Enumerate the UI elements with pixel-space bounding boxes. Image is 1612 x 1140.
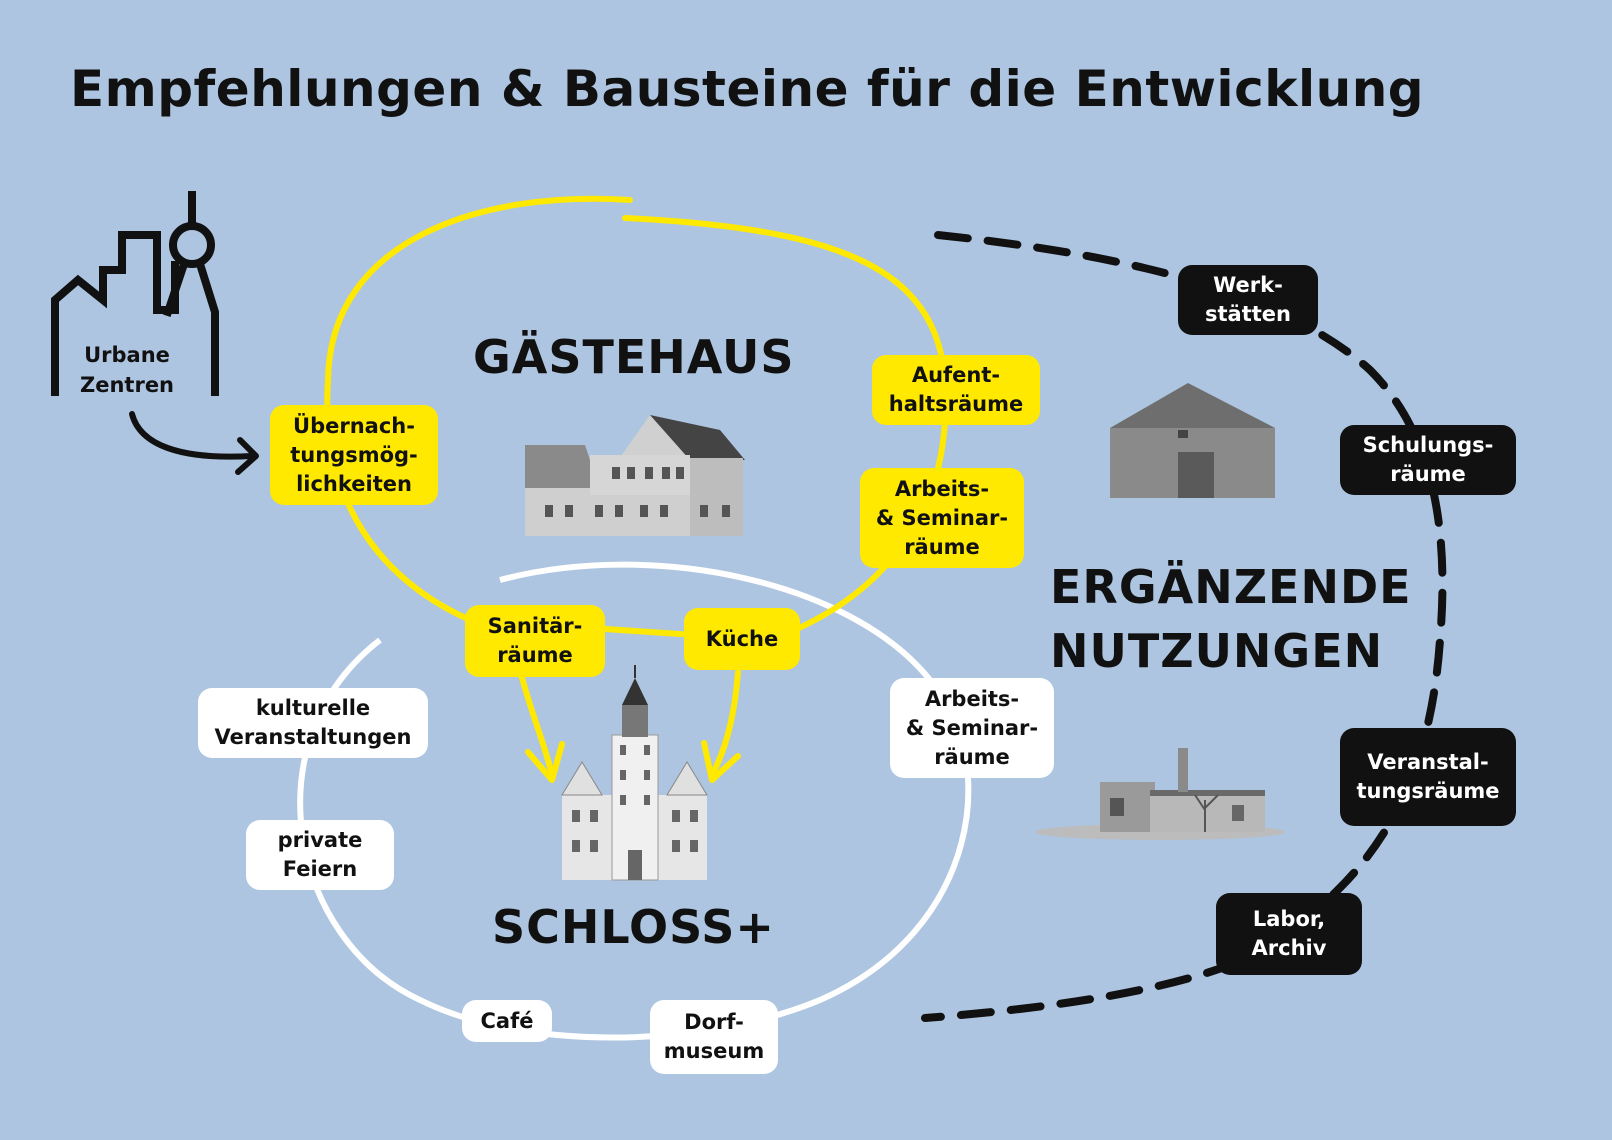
barn-photo [1110, 383, 1275, 498]
supplementary-heading: ERGÄNZENDE NUTZUNGEN [1050, 560, 1412, 678]
city-skyline-icon [51, 191, 219, 396]
supplementary-item-lab-archive: Labor, Archiv [1216, 893, 1362, 975]
ruin-building-photo [1035, 748, 1285, 840]
castle-item-village-museum: Dorf- museum [650, 1000, 778, 1074]
arrow-sanitary-to-castle [517, 667, 555, 778]
castle-item-cafe: Café [462, 1000, 552, 1042]
guesthouse-building-photo [525, 415, 745, 536]
castle-heading: SCHLOSS+ [492, 900, 775, 954]
supplementary-dashed-arc [921, 231, 1447, 1022]
supplementary-item-event-rooms: Veranstal- tungsräume [1340, 728, 1516, 826]
castle-circle [297, 561, 972, 1041]
arrow-kitchen-to-castle [709, 669, 741, 778]
arrow-sanitary-head [525, 741, 565, 783]
guesthouse-item-kitchen: Küche [684, 608, 800, 670]
page-title: Empfehlungen & Bausteine für die Entwick… [70, 60, 1425, 118]
guesthouse-item-seminar-rooms: Arbeits- & Seminar- räume [860, 468, 1024, 568]
castle-item-private-parties: private Feiern [246, 820, 394, 890]
supplementary-item-workshops: Werk- stätten [1178, 265, 1318, 335]
guesthouse-item-lounges: Aufent- haltsräume [872, 355, 1040, 425]
guesthouse-item-accommodation: Übernach- tungsmög- lichkeiten [270, 405, 438, 505]
urban-centers-label: Urbane Zentren [80, 343, 175, 397]
castle-photo [561, 665, 708, 881]
castle-item-cultural-events: kulturelle Veranstaltungen [198, 688, 428, 758]
supplementary-item-training-rooms: Schulungs- räume [1340, 425, 1516, 495]
arrow-urban-head [235, 437, 259, 475]
arrow-urban-to-guesthouse [129, 411, 255, 460]
castle-item-seminar-rooms: Arbeits- & Seminar- räume [890, 678, 1054, 778]
guesthouse-item-sanitary: Sanitär- räume [465, 605, 605, 677]
guesthouse-heading: GÄSTEHAUS [473, 330, 795, 384]
arrow-kitchen-head [701, 740, 741, 783]
